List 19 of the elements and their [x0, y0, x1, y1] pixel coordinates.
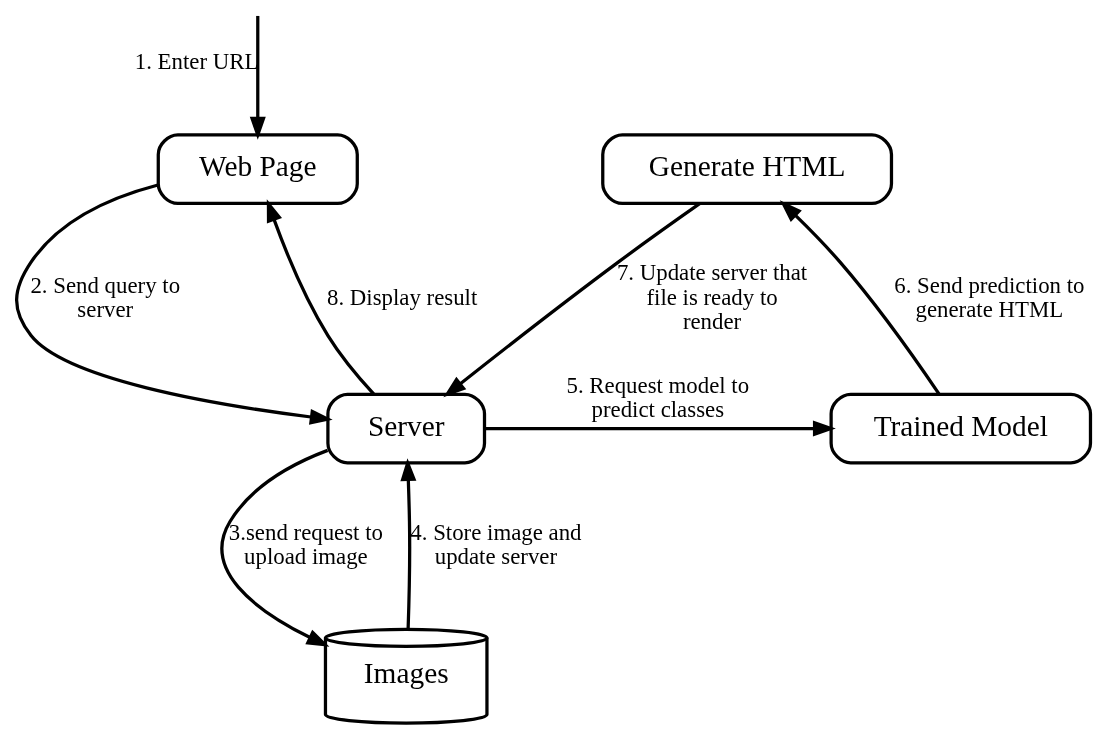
- edge-label: 3.send request to upload image: [228, 519, 383, 570]
- arrow: [266, 199, 375, 396]
- arrow: [400, 458, 417, 630]
- node-box: Web Page: [156, 133, 359, 206]
- arrow: [779, 200, 941, 396]
- edge-label: 8. Display result: [326, 284, 478, 310]
- arrow: [443, 202, 701, 398]
- arrow: [15, 183, 333, 425]
- arrow: [485, 420, 836, 437]
- edge-label: 4. Store image and update server: [410, 519, 582, 570]
- node-box: Server: [326, 392, 487, 465]
- arrow: [249, 15, 266, 140]
- arrow: [220, 448, 330, 647]
- edge-label: 2. Send query to server: [30, 272, 181, 323]
- node-box: Trained Model: [829, 392, 1093, 465]
- edge-label: 6. Send prediction to generate HTML: [894, 272, 1085, 323]
- edge-label: 7. Update server that file is ready to render: [616, 260, 808, 335]
- edge-label: 5. Request model to predict classes: [566, 372, 750, 423]
- node-box: Generate HTML: [601, 133, 894, 206]
